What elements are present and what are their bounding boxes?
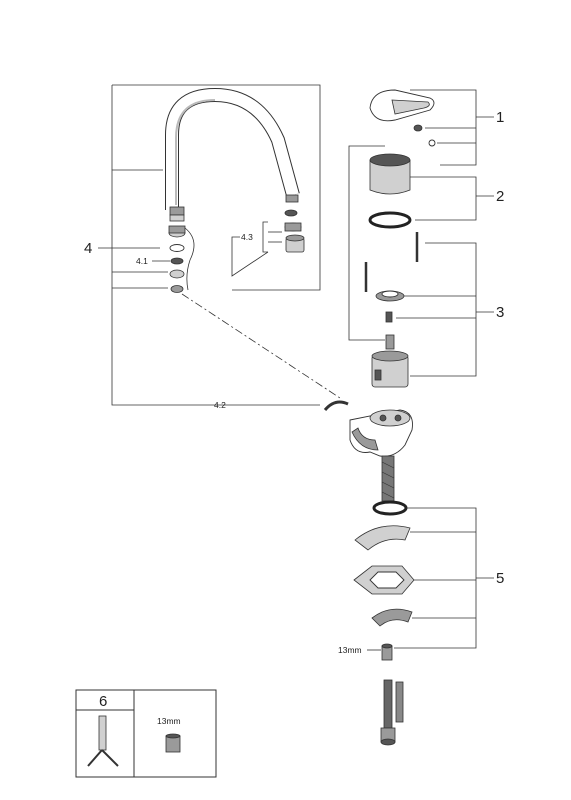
callout-2: 2 (496, 188, 504, 205)
supply-hoses (380, 679, 404, 746)
faucet-body (349, 409, 413, 502)
callout-3: 3 (496, 304, 504, 321)
aerator-parts (168, 225, 195, 293)
spout-group (98, 84, 341, 406)
mounting-group (353, 500, 415, 661)
callout-1: 1 (496, 109, 504, 126)
swivel-clip (323, 400, 349, 412)
callout-4-1: 4.1 (136, 256, 148, 266)
cartridge-group (364, 232, 419, 388)
wrench-size-label: 13mm (338, 645, 362, 655)
callout-4: 4 (84, 240, 92, 257)
spout-end-parts (284, 209, 305, 253)
callout-4-3: 4.3 (241, 232, 253, 242)
callout-5: 5 (496, 570, 504, 587)
handle-group (369, 89, 436, 147)
spout-tube (165, 87, 300, 210)
callout-4-2: 4.2 (214, 400, 226, 410)
tool-box-size-label: 13mm (157, 716, 181, 726)
callout-6: 6 (99, 693, 107, 710)
cap-group (368, 153, 412, 229)
tool-box (75, 689, 217, 778)
